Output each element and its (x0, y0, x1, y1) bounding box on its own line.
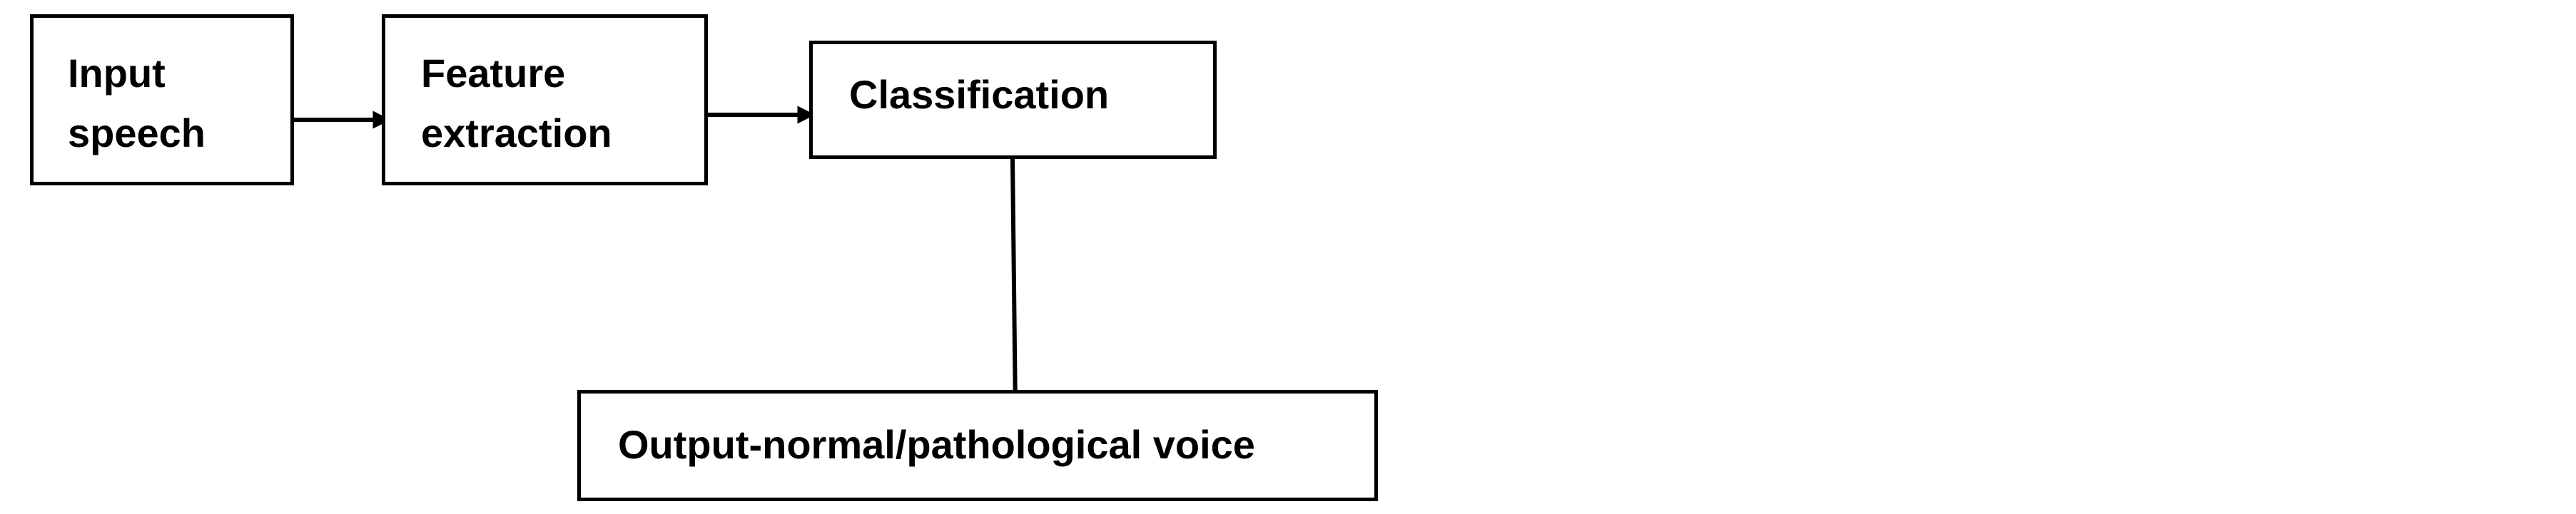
arrow-classification-to-output (1006, 158, 1025, 414)
classification-label: Classification (849, 72, 1110, 117)
input-speech-label-line1: Input (68, 51, 166, 96)
classification-box: Classification (809, 41, 1217, 159)
feature-extraction-label: Feature extraction (421, 43, 612, 163)
feature-extraction-label-line1: Feature (421, 51, 566, 96)
input-speech-label-line2: speech (68, 110, 206, 155)
input-speech-label: Input speech (68, 43, 206, 163)
feature-extraction-box: Feature extraction (382, 14, 708, 185)
input-speech-box: Input speech (30, 14, 294, 185)
feature-extraction-label-line2: extraction (421, 110, 612, 155)
output-label: Output-normal/pathological voice (618, 422, 1255, 467)
output-box: Output-normal/pathological voice (577, 390, 1378, 501)
